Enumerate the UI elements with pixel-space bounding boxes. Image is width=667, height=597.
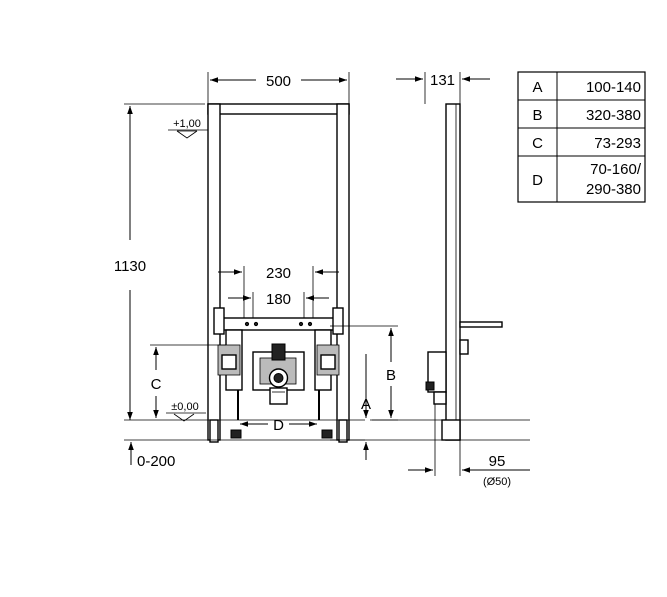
width-dimension: 500 (207, 72, 350, 104)
table-value-d-line2: 290-380 (586, 181, 641, 198)
height-dimension: 1130 (114, 103, 205, 420)
spacing-outer-label: 230 (266, 265, 291, 282)
spacing-outer-dimension: 230 (218, 265, 339, 318)
d-label: D (273, 417, 284, 434)
table-key-d: D (532, 172, 543, 189)
level-top-label: +1,00 (173, 118, 201, 130)
dimension-table: A 100-140 B 320-380 C 73-293 D 70-160/ 2… (517, 71, 646, 203)
d-dimension: D (240, 417, 317, 434)
height-label: 1130 (114, 258, 146, 275)
floor-adjust-dimension: 0-200 (128, 442, 175, 470)
level-marker-zero: ±0,00 (166, 401, 206, 422)
table-key-b: B (532, 107, 542, 124)
c-dimension: C (150, 344, 226, 418)
pipe-offset-label: 95 (489, 453, 506, 470)
table-key-c: C (532, 135, 543, 152)
depth-label: 131 (430, 72, 455, 89)
table-value-d-line1: 70-160/ (590, 161, 642, 178)
pipe-offset-dimension: 95 (Ø50) (408, 404, 530, 488)
front-view: 500 1130 +1,00 (114, 72, 398, 470)
pipe-diameter-label: (Ø50) (483, 476, 511, 488)
table-key-a: A (532, 79, 542, 96)
b-label: B (386, 367, 396, 384)
floor-adjust-label: 0-200 (137, 453, 175, 470)
level-marker-top: +1,00 (168, 118, 212, 139)
spacing-inner-label: 180 (266, 291, 291, 308)
width-label: 500 (266, 73, 291, 90)
table-value-a: 100-140 (586, 79, 641, 96)
side-view: 131 95 (Ø50) (372, 72, 530, 488)
spacing-inner-dimension: 180 (228, 291, 329, 318)
c-label: C (151, 376, 162, 393)
table-value-b: 320-380 (586, 107, 641, 124)
a-label: A (361, 396, 371, 413)
level-zero-label: ±0,00 (171, 401, 198, 413)
table-value-c: 73-293 (594, 135, 641, 152)
depth-dimension: 131 (396, 72, 490, 104)
